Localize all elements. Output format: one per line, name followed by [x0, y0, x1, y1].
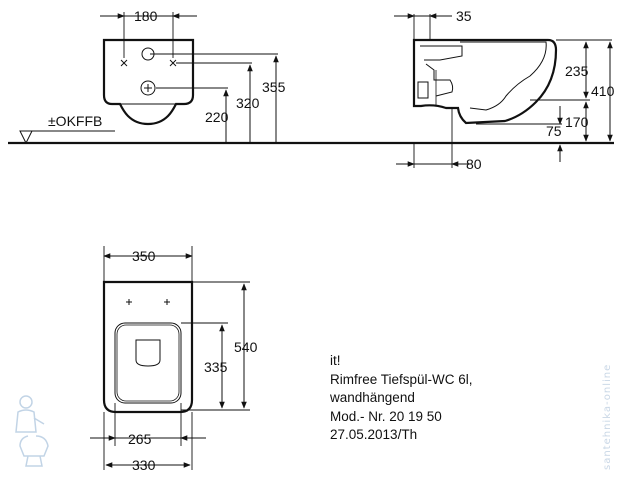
dim-220: 220	[205, 109, 229, 125]
product-info-line: Rimfree Tiefspül-WC 6l,	[330, 371, 473, 387]
dim-170: 170	[565, 114, 589, 130]
top-view-outline	[102, 280, 194, 414]
dim-335: 335	[204, 359, 228, 375]
dim-540: 540	[234, 339, 258, 355]
front-view	[102, 12, 278, 126]
watermark-text: santehnika-online	[602, 363, 613, 470]
top-view-drain	[135, 339, 161, 367]
floor-label: ±OKFFB	[48, 113, 102, 129]
side-view-bowl-outline	[412, 38, 558, 125]
product-info-line: Mod.- Nr. 20 19 50	[330, 408, 442, 424]
product-info-line: wandhängend	[330, 390, 415, 406]
product-info-block: it! Rimfree Tiefspül-WC 6l, wandhängend …	[330, 352, 473, 445]
plumber-mascot-icon	[15, 395, 49, 467]
front-view-inlet	[140, 80, 156, 96]
dim-350: 350	[132, 248, 156, 264]
product-info-line: it!	[330, 353, 341, 368]
dim-80: 80	[466, 156, 482, 172]
dim-355: 355	[262, 79, 286, 95]
dim-410: 410	[591, 83, 615, 99]
dim-330: 330	[132, 457, 156, 473]
dim-75: 75	[546, 123, 562, 139]
product-info-line: 27.05.2013/Th	[330, 427, 418, 443]
dim-320: 320	[236, 95, 260, 111]
top-view-bowl-opening	[114, 322, 182, 404]
side-view	[412, 14, 612, 168]
top-view	[102, 246, 250, 470]
dim-235: 235	[565, 63, 589, 79]
side-view-inner-bowl	[460, 41, 547, 111]
dim-180: 180	[134, 8, 158, 24]
dim-265: 265	[128, 431, 152, 447]
floor-marker-icon	[19, 130, 115, 145]
front-view-body	[102, 38, 195, 126]
dim-35: 35	[456, 8, 472, 24]
